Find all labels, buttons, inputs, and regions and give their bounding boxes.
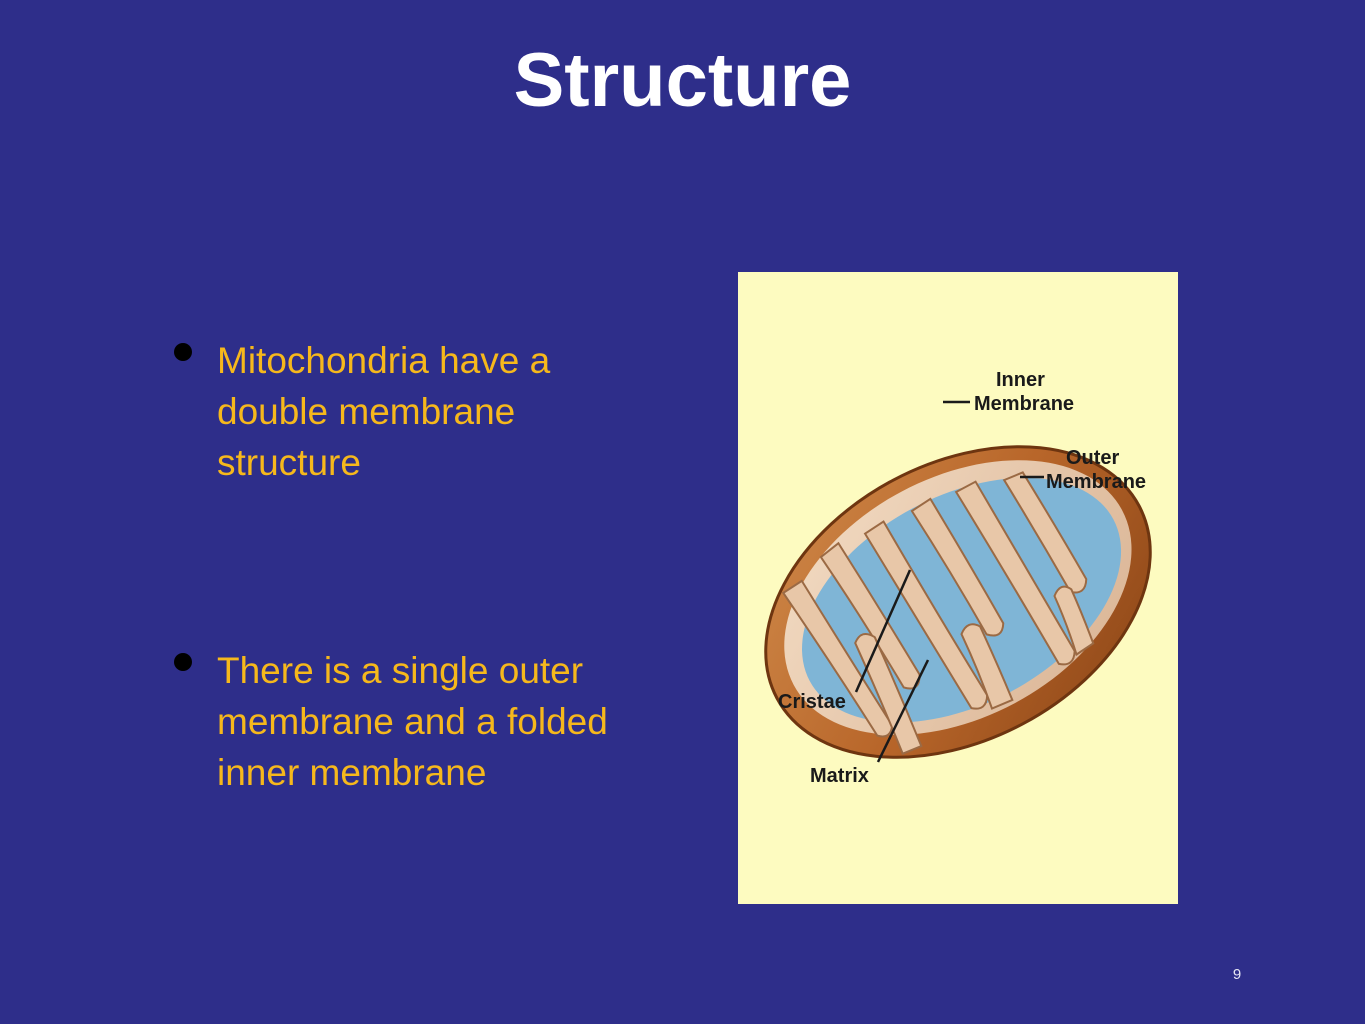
- label-inner-line1: Inner: [996, 369, 1045, 391]
- label-inner-line2: Membrane: [974, 393, 1074, 415]
- page-number: 9: [1232, 966, 1242, 983]
- bullet-item: There is a single outer membrane and a f…: [170, 645, 650, 798]
- cristae-folds: [781, 471, 1095, 756]
- bullet-dot-icon: [174, 653, 192, 671]
- label-outer-line2: Membrane: [1046, 471, 1146, 493]
- outer-membrane-rim: [764, 445, 1152, 759]
- bullet-dot-icon: [174, 343, 192, 361]
- label-cristae: Cristae: [778, 691, 846, 713]
- bullet-list: Mitochondria have a double membrane stru…: [170, 335, 650, 798]
- mitochondrion-diagram: Inner Membrane Outer Membrane Cristae Ma…: [738, 272, 1178, 904]
- bullet-item: Mitochondria have a double membrane stru…: [170, 335, 650, 488]
- bullet-text: Mitochondria have a double membrane stru…: [217, 340, 551, 483]
- label-matrix: Matrix: [810, 765, 869, 787]
- slide-title: Structure: [513, 38, 852, 123]
- mitochondrion-illustration: Inner Membrane Outer Membrane Cristae Ma…: [764, 369, 1152, 787]
- bullet-text: There is a single outer membrane and a f…: [217, 650, 608, 793]
- pointer-lines: [854, 400, 1044, 763]
- label-outer-line1: Outer: [1066, 447, 1120, 469]
